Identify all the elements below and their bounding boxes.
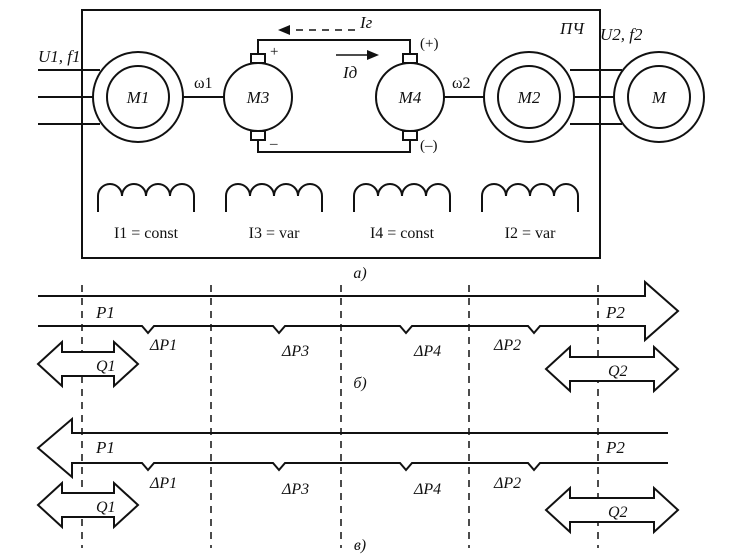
machine-m-label: M bbox=[651, 88, 667, 107]
converter-label: ПЧ bbox=[559, 19, 585, 38]
machine-m4-label: M4 bbox=[398, 88, 422, 107]
p1-label-v: P1 bbox=[95, 438, 115, 457]
winding-3 bbox=[225, 183, 323, 212]
loss-dp4-v: ΔP4 bbox=[413, 481, 441, 498]
m4-brush-bottom bbox=[402, 130, 418, 141]
m3-brush-bottom bbox=[250, 130, 266, 141]
loss-dp4-b: ΔP4 bbox=[413, 343, 441, 360]
m4-minus-sign: (–) bbox=[420, 138, 438, 154]
loss-dp1-v: ΔP1 bbox=[149, 475, 177, 492]
shaft-omega2-label: ω2 bbox=[452, 75, 471, 92]
current-d-arrowhead bbox=[367, 50, 379, 60]
machine-m1-label: M1 bbox=[126, 88, 150, 107]
loss-dp2-b: ΔP2 bbox=[493, 337, 521, 354]
winding-4 bbox=[353, 183, 451, 212]
m4-plus-sign: (+) bbox=[420, 36, 438, 52]
caption-v: в) bbox=[354, 537, 366, 554]
q2-label-v: Q2 bbox=[608, 504, 628, 521]
caption-a: а) bbox=[353, 265, 366, 282]
power-flow-motor-mode: P1 P2 ΔP1 ΔP3 ΔP4 ΔP2 Q1 Q2 б) bbox=[36, 279, 680, 394]
p2-label-v: P2 bbox=[605, 438, 625, 457]
machine-m2-inner bbox=[497, 65, 561, 129]
current-g-label: Iг bbox=[359, 13, 373, 32]
reactive-power-arrow-q1-b bbox=[36, 339, 140, 389]
output-supply-lines bbox=[570, 69, 622, 125]
winding-3-label: I3 = var bbox=[249, 225, 300, 242]
loss-dp3-v: ΔP3 bbox=[281, 481, 309, 498]
m3-plus-sign: + bbox=[270, 44, 278, 60]
reactive-power-arrow-q2-b bbox=[544, 344, 680, 394]
reactive-power-arrow-q2-v bbox=[544, 485, 680, 535]
input-supply-label: U1, f1 bbox=[38, 47, 81, 66]
reactive-power-arrow-q1-v bbox=[36, 480, 140, 530]
winding-2 bbox=[481, 183, 579, 212]
winding-1-label: I1 = const bbox=[114, 225, 179, 242]
winding-2-label: I2 = var bbox=[505, 225, 556, 242]
active-power-arrow-b bbox=[38, 279, 680, 343]
output-supply-label: U2, f2 bbox=[600, 25, 643, 44]
q2-label-b: Q2 bbox=[608, 363, 628, 380]
q1-label-b: Q1 bbox=[96, 358, 116, 375]
machine-m1-inner bbox=[106, 65, 170, 129]
m4-brush-top bbox=[402, 53, 418, 64]
circuit-diagram: ПЧ U1, f1 M1 ω1 M3 + – (+) (–) Iг bbox=[38, 9, 705, 282]
caption-b: б) bbox=[353, 375, 366, 392]
m3-brush-top bbox=[250, 53, 266, 64]
section-dividers bbox=[81, 285, 599, 548]
current-d-label: Iд bbox=[342, 63, 358, 82]
m3-minus-sign: – bbox=[269, 136, 278, 152]
loss-dp2-v: ΔP2 bbox=[493, 475, 521, 492]
winding-1 bbox=[97, 183, 195, 212]
q1-label-v: Q1 bbox=[96, 499, 116, 516]
machine-m2-label: M2 bbox=[517, 88, 541, 107]
loss-dp1-b: ΔP1 bbox=[149, 337, 177, 354]
machine-m-inner bbox=[627, 65, 691, 129]
armature-loop bbox=[257, 39, 411, 153]
p1-label-b: P1 bbox=[95, 303, 115, 322]
converter-frame bbox=[81, 9, 601, 259]
loss-dp3-b: ΔP3 bbox=[281, 343, 309, 360]
machine-m3-label: M3 bbox=[246, 88, 270, 107]
active-power-arrow-v bbox=[36, 416, 668, 480]
power-flow-generator-mode: P1 P2 ΔP1 ΔP3 ΔP4 ΔP2 Q1 Q2 в) bbox=[36, 416, 680, 554]
current-g-arrowhead bbox=[278, 25, 290, 35]
input-supply-lines bbox=[38, 69, 100, 125]
p2-label-b: P2 bbox=[605, 303, 625, 322]
shaft-omega1-label: ω1 bbox=[194, 75, 213, 92]
winding-4-label: I4 = const bbox=[370, 225, 435, 242]
excitation-windings bbox=[97, 183, 579, 212]
